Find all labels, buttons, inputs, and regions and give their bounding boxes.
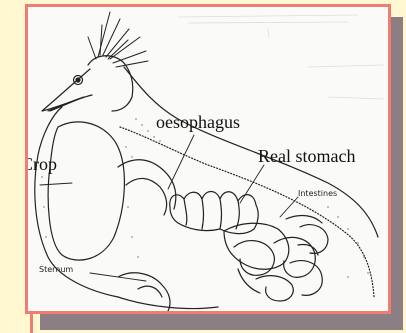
- crop-sac: [48, 122, 124, 260]
- stipple-texture: [41, 118, 368, 277]
- real-stomach-label: Real stomach: [258, 147, 355, 165]
- oesophagus-tube-inner: [126, 178, 167, 215]
- head-outline: [88, 56, 133, 111]
- crop-label: Crop: [25, 155, 57, 173]
- diagram-frame: Crop oesophagus Real stomach Intestines …: [25, 4, 391, 314]
- gizzard: [224, 223, 289, 269]
- oesophagus-leader-line: [168, 135, 194, 189]
- real-stomach: [170, 192, 258, 234]
- intestines-leader-line: [280, 197, 298, 217]
- real-stomach-coil: [184, 199, 239, 229]
- real-stomach-leader-line: [240, 165, 264, 203]
- crop-leader-line: [40, 183, 72, 185]
- sternum-label: Sternum: [39, 265, 73, 274]
- page-ghost-marks: [178, 15, 383, 99]
- intestine-coils: [234, 216, 328, 301]
- beak: [42, 69, 90, 111]
- sternum-leader-line: [90, 273, 146, 281]
- eye-icon: [74, 76, 83, 85]
- frame-stub: [30, 313, 33, 333]
- lower-body-outline: [118, 297, 218, 309]
- intestines-label: Intestines: [298, 189, 337, 198]
- oesophagus-label: oesophagus: [156, 113, 240, 131]
